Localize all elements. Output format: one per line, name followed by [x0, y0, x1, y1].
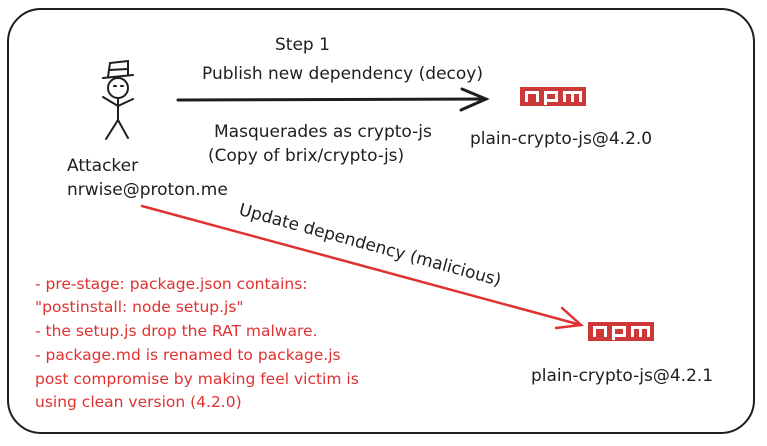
npm-logo-icon	[588, 322, 654, 341]
masquerade-label: Masquerades as crypto-js	[214, 122, 432, 142]
attacker-label: Attacker	[67, 156, 139, 176]
decoy-package-label: plain-crypto-js@4.2.0	[470, 129, 653, 149]
publish-arrow	[176, 87, 490, 112]
attacker-email: nrwise@proton.me	[67, 180, 228, 200]
stick-figure-icon	[102, 59, 134, 140]
publish-label: Publish new dependency (decoy)	[202, 64, 483, 84]
copy-of-label: (Copy of brix/crypto-js)	[208, 146, 405, 166]
note-line: - the setup.js drop the RAT malware.	[35, 322, 318, 340]
note-line: post compromise by making feel victim is	[35, 370, 359, 388]
malicious-package-label: plain-crypto-js@4.2.1	[531, 366, 714, 386]
note-line: - pre-stage: package.json contains:	[35, 275, 308, 293]
step-label: Step 1	[275, 35, 330, 55]
update-arrow	[140, 204, 584, 330]
note-line: - package.md is renamed to package.js	[35, 346, 341, 364]
npm-logo-icon	[520, 87, 586, 106]
note-line: using clean version (4.2.0)	[35, 393, 242, 411]
diagram-frame	[7, 8, 755, 434]
note-line: "postinstall: node setup.js"	[35, 298, 244, 316]
